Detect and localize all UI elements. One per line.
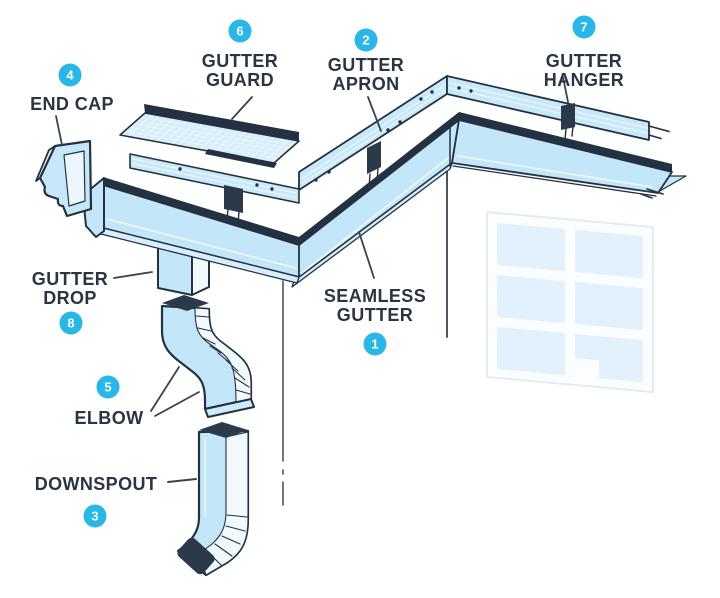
- gutter-guard-label-line2: GUARD: [206, 70, 274, 90]
- seamless-gutter-left-run: [83, 177, 300, 284]
- elbow-badge-number: 5: [104, 380, 111, 395]
- gutter-hanger-part: [561, 103, 575, 140]
- downspout-label: DOWNSPOUT: [35, 474, 158, 494]
- elbow-badge: [96, 375, 120, 399]
- gutter-hanger-badge: [572, 15, 596, 39]
- gutter-hanger-badge-number: 7: [580, 20, 587, 35]
- label-gutter-drop: GUTTER DROP 8: [32, 269, 108, 335]
- leader-lines: [55, 76, 569, 483]
- end-cap-badge: [58, 63, 82, 87]
- leader-gutter-guard: [231, 96, 253, 120]
- house-window: [486, 210, 654, 394]
- label-downspout: DOWNSPOUT 3: [35, 474, 158, 528]
- downspout-badge-number: 3: [91, 509, 98, 524]
- downspout-badge: [83, 504, 107, 528]
- leader-seamless: [358, 231, 375, 279]
- leader-gutter-drop: [113, 271, 153, 279]
- gutter-apron-badge: [354, 28, 378, 52]
- gutter-drop-label-line2: DROP: [43, 288, 97, 308]
- downspout-top-opening: [199, 422, 248, 438]
- seamless-gutter-right-run: [449, 112, 687, 199]
- leader-end-cap: [55, 115, 63, 146]
- label-gutter-apron: 2 GUTTER APRON: [328, 28, 404, 94]
- downspout-part: [176, 422, 250, 577]
- leader-elbow-1: [150, 366, 180, 412]
- gutter-drop-label-line1: GUTTER: [32, 269, 108, 289]
- leader-elbow-2: [154, 391, 200, 417]
- gutter-hanger-label-line1: GUTTER: [546, 51, 622, 71]
- apron-bracket: [367, 141, 381, 174]
- elbow-top-opening: [162, 295, 209, 311]
- label-end-cap: 4 END CAP: [30, 63, 114, 114]
- label-elbow: 5 ELBOW: [75, 375, 144, 428]
- label-seamless-gutter: SEAMLESS GUTTER 1: [324, 286, 426, 356]
- end-cap-part: [35, 139, 93, 218]
- seamless-gutter-badge: [363, 332, 387, 356]
- elbow-label: ELBOW: [75, 408, 144, 428]
- gutter-apron-label-line2: APRON: [332, 74, 399, 94]
- gutter-drop-badge-number: 8: [67, 316, 74, 331]
- gutter-guard-badge-number: 6: [236, 24, 243, 39]
- seamless-gutter-label-line2: GUTTER: [337, 305, 413, 325]
- gutter-hanger-label-line2: HANGER: [544, 70, 624, 90]
- elbow-part: [160, 295, 255, 418]
- label-gutter-hanger: 7 GUTTER HANGER: [544, 15, 624, 90]
- downspout-outlet: [177, 537, 215, 575]
- leader-gutter-apron: [367, 96, 382, 132]
- gutter-apron-badge-number: 2: [362, 33, 369, 48]
- end-cap-label: END CAP: [30, 94, 114, 114]
- leader-downspout: [167, 478, 197, 483]
- gutter-apron-left-run: [129, 153, 300, 224]
- gutter-guard-badge: [228, 19, 252, 43]
- seamless-gutter-badge-number: 1: [371, 337, 378, 352]
- gutter-apron-right-run: [446, 75, 670, 141]
- end-cap-badge-number: 4: [66, 68, 74, 83]
- gutter-guard-part: [119, 104, 300, 168]
- outlet-bracket: [224, 185, 243, 213]
- gutter-apron-label-line1: GUTTER: [328, 55, 404, 75]
- seamless-gutter-label-line1: SEAMLESS: [324, 286, 426, 306]
- gutter-guard-label-line1: GUTTER: [202, 51, 278, 71]
- gutter-drop-badge: [59, 311, 83, 335]
- leader-gutter-hanger: [562, 76, 569, 103]
- label-gutter-guard: 6 GUTTER GUARD: [202, 19, 278, 90]
